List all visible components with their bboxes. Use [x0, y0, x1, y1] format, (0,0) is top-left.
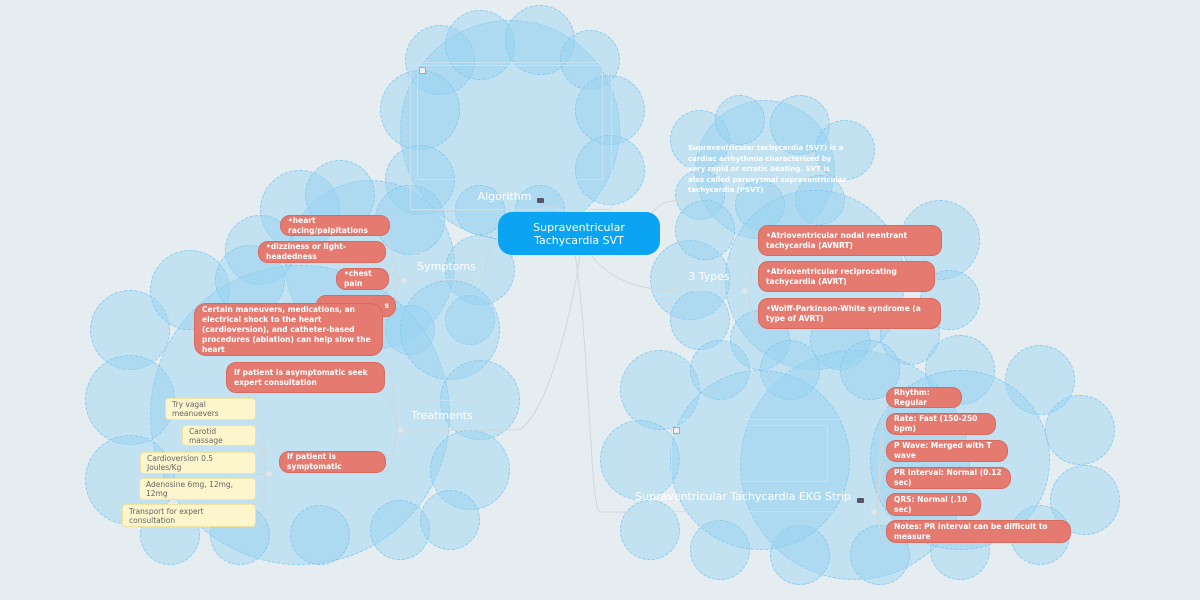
- type-item[interactable]: •Wolff-Parkinson-White syndrome (a type …: [758, 298, 941, 329]
- ekg-label: Supraventricular Tachycardia EKG Strip: [635, 490, 851, 503]
- svt-description: Supraventricular tachycardia (SVT) is a …: [688, 144, 847, 194]
- ekg-image: [671, 425, 828, 482]
- cloud-lobe: [815, 120, 875, 180]
- algorithm-topic[interactable]: Algorithm: [410, 62, 612, 210]
- ekg-item[interactable]: Notes: PR interval can be difficult to m…: [886, 520, 1071, 543]
- type-item[interactable]: •Atrioventricular reciprocating tachycar…: [758, 261, 935, 292]
- central-topic[interactable]: Supraventricular Tachycardia SVT: [498, 212, 660, 255]
- broken-image-icon: [419, 67, 426, 74]
- cloud-lobe: [670, 370, 850, 550]
- cloud-lobe: [290, 505, 350, 565]
- algorithm-image: [417, 65, 603, 180]
- attachment-icon[interactable]: [537, 198, 545, 203]
- treatment-item[interactable]: If patient is asymptomatic seek expert c…: [226, 362, 385, 393]
- ekg-item[interactable]: QRS: Normal (.10 sec): [886, 493, 981, 516]
- type-item[interactable]: •Atrioventricular nodal reentrant tachyc…: [758, 225, 942, 256]
- cloud-lobe: [575, 75, 645, 145]
- cloud-lobe: [445, 10, 515, 80]
- symptomatic-step[interactable]: Carotid massage: [182, 425, 256, 446]
- attachment-icon[interactable]: [856, 498, 864, 503]
- treatments-label: Treatments: [411, 408, 473, 422]
- ekg-item[interactable]: P Wave: Merged with T wave: [886, 440, 1008, 462]
- ekg-topic[interactable]: Supraventricular Tachycardia EKG Strip: [634, 419, 865, 512]
- broken-image-icon: [673, 427, 680, 434]
- symptomatic-step[interactable]: Transport for expert consultation: [122, 504, 256, 527]
- central-title: Supraventricular Tachycardia SVT: [533, 220, 625, 247]
- algorithm-label: Algorithm: [477, 190, 532, 203]
- ekg-item[interactable]: PR Interval: Normal (0.12 sec): [886, 467, 1011, 489]
- symptom-item[interactable]: •chest pain: [336, 268, 389, 290]
- cloud-lobe: [600, 420, 680, 500]
- ekg-item[interactable]: Rate: Fast (150-250 bpm): [886, 413, 996, 435]
- symptoms-label: Symptoms: [417, 259, 476, 273]
- cloud-lobe: [420, 490, 480, 550]
- types-label: 3 Types: [688, 270, 730, 283]
- cloud-lobe: [370, 500, 430, 560]
- treatments-topic[interactable]: Treatments: [402, 400, 482, 430]
- symptomatic-step[interactable]: Cardioversion 0.5 Joules/Kg: [140, 452, 256, 474]
- symptom-item[interactable]: •dizziness or light-headedness: [258, 241, 386, 263]
- cloud-lobe: [715, 95, 765, 145]
- symptomatic-step[interactable]: Try vagal meanuevers: [165, 398, 256, 420]
- cloud-lobe: [620, 500, 680, 560]
- cloud-lobe: [675, 200, 735, 260]
- treatment-item[interactable]: If patient is symptomatic: [279, 451, 386, 473]
- symptom-item[interactable]: •heart racing/palpitations: [280, 215, 390, 236]
- cloud-lobe: [1045, 395, 1115, 465]
- symptoms-topic[interactable]: Symptoms: [413, 252, 480, 280]
- types-topic[interactable]: 3 Types: [682, 262, 736, 291]
- cloud-lobe: [575, 135, 645, 205]
- treatment-item[interactable]: Certain maneuvers, medications, an elect…: [194, 303, 383, 356]
- symptomatic-step[interactable]: Adenosine 6mg, 12mg, 12mg: [139, 478, 256, 500]
- ekg-item[interactable]: Rhythm: Regular: [886, 387, 962, 408]
